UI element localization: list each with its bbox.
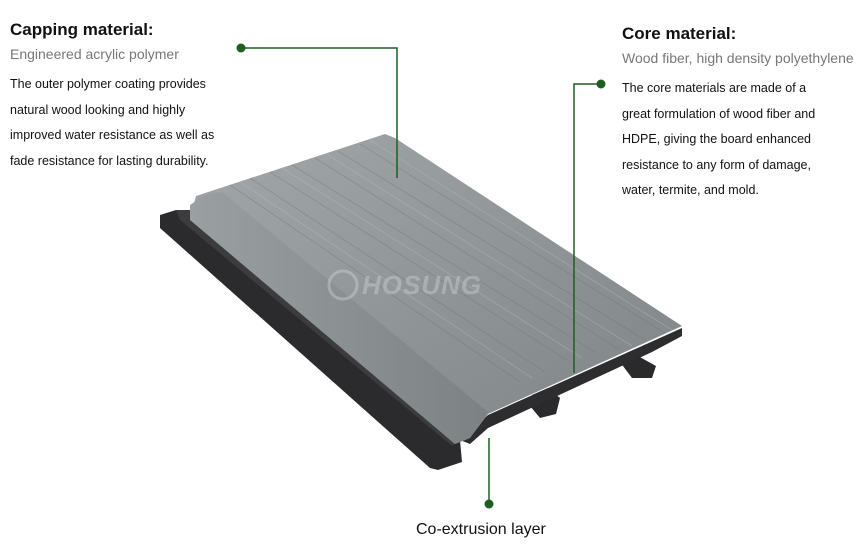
capping-line: fade resistance for lasting durability. bbox=[10, 153, 209, 168]
core-description: The core materials are made of a great f… bbox=[622, 76, 857, 204]
capping-title: Capping material: bbox=[10, 20, 154, 39]
capping-line: The outer polymer coating provides bbox=[10, 77, 206, 91]
board-tongue bbox=[160, 210, 462, 470]
wood-grain bbox=[229, 143, 666, 383]
capping-line: natural wood looking and highly bbox=[10, 102, 186, 117]
core-dot-icon bbox=[596, 79, 606, 89]
capping-description: The outer polymer coating provides natur… bbox=[10, 72, 235, 174]
core-line: great formulation of wood fiber and bbox=[622, 106, 816, 121]
watermark: HOSUNG bbox=[327, 269, 482, 301]
leader-lines bbox=[241, 47, 601, 504]
core-subtitle: Wood fiber, high density polyethylene bbox=[622, 50, 854, 66]
core-material-block: Core material: Wood fiber, high density … bbox=[622, 24, 857, 204]
core-line: water, termite, and mold. bbox=[622, 183, 759, 197]
capping-dot-icon bbox=[236, 43, 246, 53]
board-top-surface bbox=[190, 134, 682, 444]
watermark-logo-icon bbox=[327, 269, 359, 301]
coextrusion-dot-icon bbox=[484, 499, 494, 509]
leader-capping bbox=[241, 47, 398, 178]
capping-material-block: Capping material: Engineered acrylic pol… bbox=[10, 20, 235, 174]
capping-line: improved water resistance as well as bbox=[10, 128, 215, 142]
wood-grain-light bbox=[239, 139, 673, 379]
core-line: HDPE, giving the board enhanced bbox=[622, 132, 812, 146]
capping-subtitle: Engineered acrylic polymer bbox=[10, 46, 179, 62]
coextrusion-label: Co-extrusion layer bbox=[416, 521, 546, 538]
watermark-text: HOSUNG bbox=[362, 270, 482, 300]
core-line: resistance to any form of damage, bbox=[622, 157, 811, 172]
board-lip bbox=[190, 192, 488, 444]
leader-core bbox=[573, 83, 601, 373]
core-line: The core materials are made of a bbox=[622, 81, 807, 95]
core-title: Core material: bbox=[622, 24, 737, 43]
board-edge bbox=[460, 328, 682, 444]
